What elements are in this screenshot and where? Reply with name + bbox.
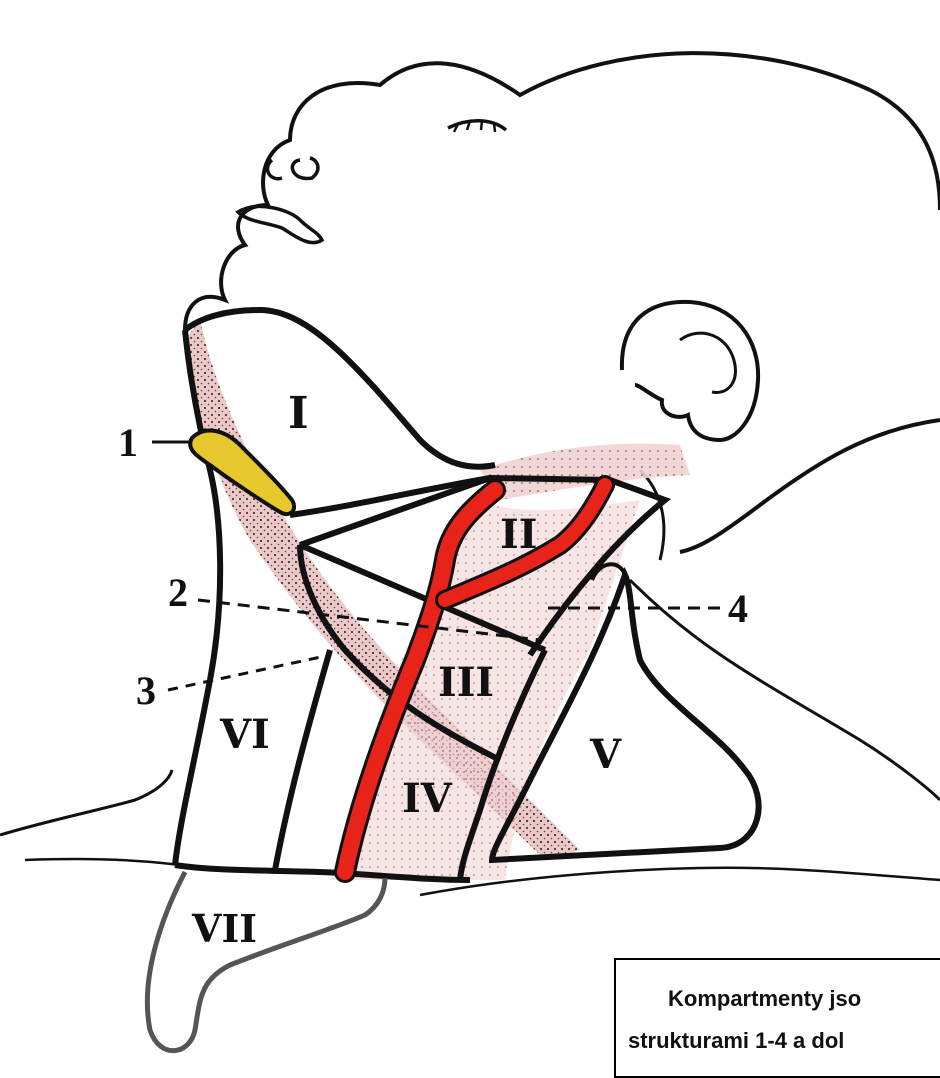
caption-line-1: Kompartmenty jso — [668, 986, 861, 1012]
region-label-VI: VI — [219, 711, 270, 758]
structure-label-4: 4 — [728, 586, 748, 631]
structure-label-1: 1 — [118, 420, 138, 465]
shoulder-right — [630, 580, 940, 800]
leader-3 — [168, 655, 330, 690]
region-label-V: V — [589, 731, 622, 778]
region-VII-boundary — [147, 872, 385, 1051]
region-label-VII: VII — [191, 906, 257, 951]
region-label-IV: IV — [402, 775, 453, 822]
region-label-III: III — [438, 659, 494, 706]
submandibular-stipple — [480, 444, 690, 500]
ear-icon — [622, 302, 758, 440]
head-outline — [185, 53, 870, 330]
nostril-left — [267, 160, 282, 179]
structure-label-2: 2 — [168, 570, 188, 615]
region-VI-IV-boundary — [275, 650, 330, 870]
nostril-right — [292, 158, 318, 179]
structure-label-3: 3 — [136, 668, 156, 713]
caption-box: Kompartmenty jso strukturami 1-4 a dol — [614, 958, 940, 1078]
shoulder-left — [0, 770, 172, 835]
lips — [238, 207, 322, 243]
skull-back — [870, 90, 940, 210]
caption-line-2: strukturami 1-4 a dol — [628, 1028, 844, 1054]
region-label-II: II — [500, 511, 537, 558]
region-label-I: I — [288, 388, 309, 439]
